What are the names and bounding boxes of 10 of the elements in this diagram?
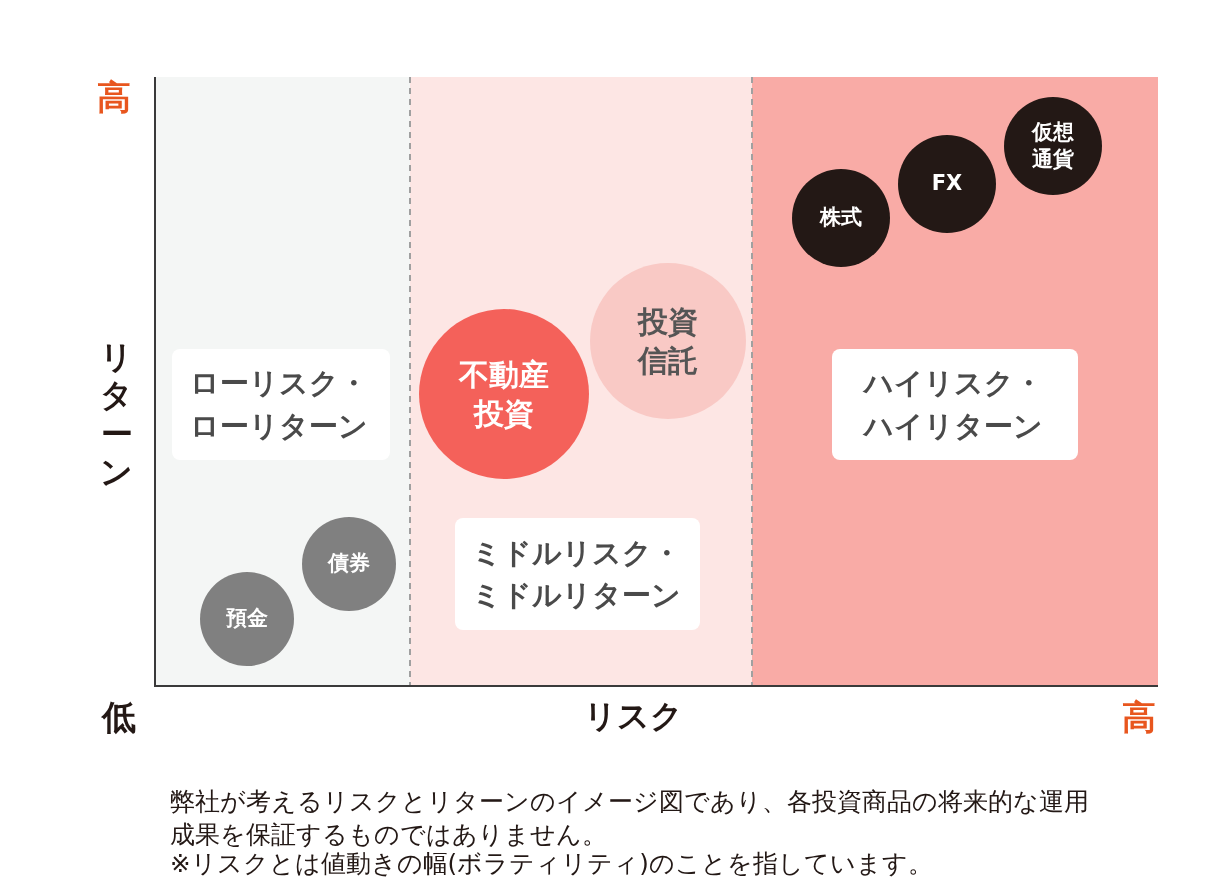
footnote: ※リスクとは値動きの幅(ボラティリティ)のことを指しています。 (170, 852, 933, 877)
category-box: ミドルリスク・ミドルリターン (455, 518, 700, 630)
axis-label: 低 (102, 700, 136, 734)
disclaimer-note: 弊社が考えるリスクとリターンのイメージ図であり、各投資商品の将来的な運用成果を保証するものではありません。 (170, 786, 1090, 851)
axis-label: 高 (1122, 700, 1156, 734)
category-box: ローリスク・ローリターン (172, 349, 390, 460)
axis-title: リスク (584, 700, 683, 732)
axis-title: リターン (100, 338, 134, 492)
category-box: ハイリスク・ハイリターン (832, 349, 1078, 460)
axis-label: 高 (97, 80, 131, 114)
